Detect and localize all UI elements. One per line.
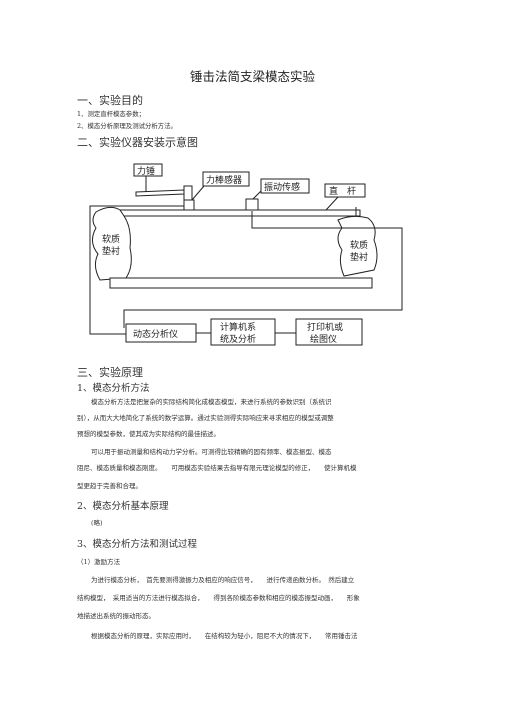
vibration-sensor-label: 振动传感 (264, 181, 300, 193)
hammer-label: 力锤 (137, 165, 155, 177)
computer-box (210, 318, 276, 346)
soft-material-left-label: 软质 (102, 233, 120, 245)
omitted-note: (略) (91, 519, 103, 527)
paragraph-line: 模态分析方法是把复杂的实际结构简化成模态模型，来进行系统的参数识别（系统识 (91, 398, 332, 406)
subsection-heading: 3、模态分析方法和测试过程 (77, 539, 198, 550)
rod-label-box (324, 183, 366, 198)
paragraph-line: 根据模态分析的原理，实际应用时， 在结构较为轻小，阻尼不大的情况下， 常用锤击法 (91, 632, 358, 640)
base-table (109, 277, 373, 289)
rod-label: 直 杆 (329, 185, 356, 197)
section-heading-diagram: 二、实验仪器安装示意图 (77, 136, 198, 149)
soft-material-right-label: 软质 (350, 239, 368, 251)
vibration-sensor-label-box (260, 178, 310, 194)
printer-label: 绘图仪 (310, 333, 337, 345)
paragraph-line: 型更趋于完善和合理。 (77, 482, 142, 490)
objective-item: 1、测定直杆模态参数； (77, 110, 145, 118)
objective-item: 2、模态分析原理及测试分析方法。 (77, 122, 177, 130)
analyzer-label: 动态分析仪 (133, 328, 178, 340)
soft-material-right-label: 垫衬 (350, 251, 368, 263)
force-sensor-label: 力棒感器 (206, 174, 242, 186)
soft-material-left-label: 垫衬 (102, 245, 120, 257)
printer-label: 打印机或 (307, 321, 343, 333)
document-title: 锤击法简支梁模态实验 (189, 69, 315, 84)
subsection-heading: 2、模态分析基本原理 (77, 501, 169, 512)
hammer-label-box (133, 163, 163, 177)
subsection-heading: 1、模态分析方法 (77, 383, 150, 394)
paragraph-line: 为进行模态分析， 首先要测得激振力及相应的响应信号， 进行传递函数分析。 然后建… (91, 576, 355, 584)
paragraph-line: 可以用于振动测量和结构动力学分析。可测得比较精确的固有频率、模态振型、模态 (91, 448, 332, 456)
computer-label: 计算机系 (220, 321, 256, 333)
paragraph-line: 阻尼、模态质量和模态刚度。 可用模态实验结果去指导有限元理论模型的修正， 使计算… (77, 464, 357, 472)
section-heading-objectives: 一、实验目的 (77, 94, 143, 107)
printer-box (295, 318, 363, 346)
computer-label: 统及分析 (220, 333, 256, 345)
paragraph-line: 预想的模型参数，使其成为实际结构的最佳描述。 (77, 430, 220, 438)
sub-item: （1）激励方法 (77, 558, 121, 566)
force-sensor-label-box (202, 171, 250, 187)
section-heading-principle: 三、实验原理 (77, 366, 143, 379)
paragraph-line: 结构模型， 采用适当的方法进行模态拟合， 得到各阶模态参数和相应的模态振型动画，… (77, 594, 360, 602)
beam (111, 209, 361, 217)
paragraph-line: 地描述出系统的振动形态。 (77, 612, 155, 620)
paragraph-line: 别），从而大大地简化了系统的数学运算。通过实验测得实际响应来寻求相应的模型或调整 (77, 414, 334, 422)
installation-diagram: 力锤 力棒感器 振动传感 直 杆 软质 垫衬 软质 垫衬 动态分析仪 计算机系 … (89, 163, 403, 346)
